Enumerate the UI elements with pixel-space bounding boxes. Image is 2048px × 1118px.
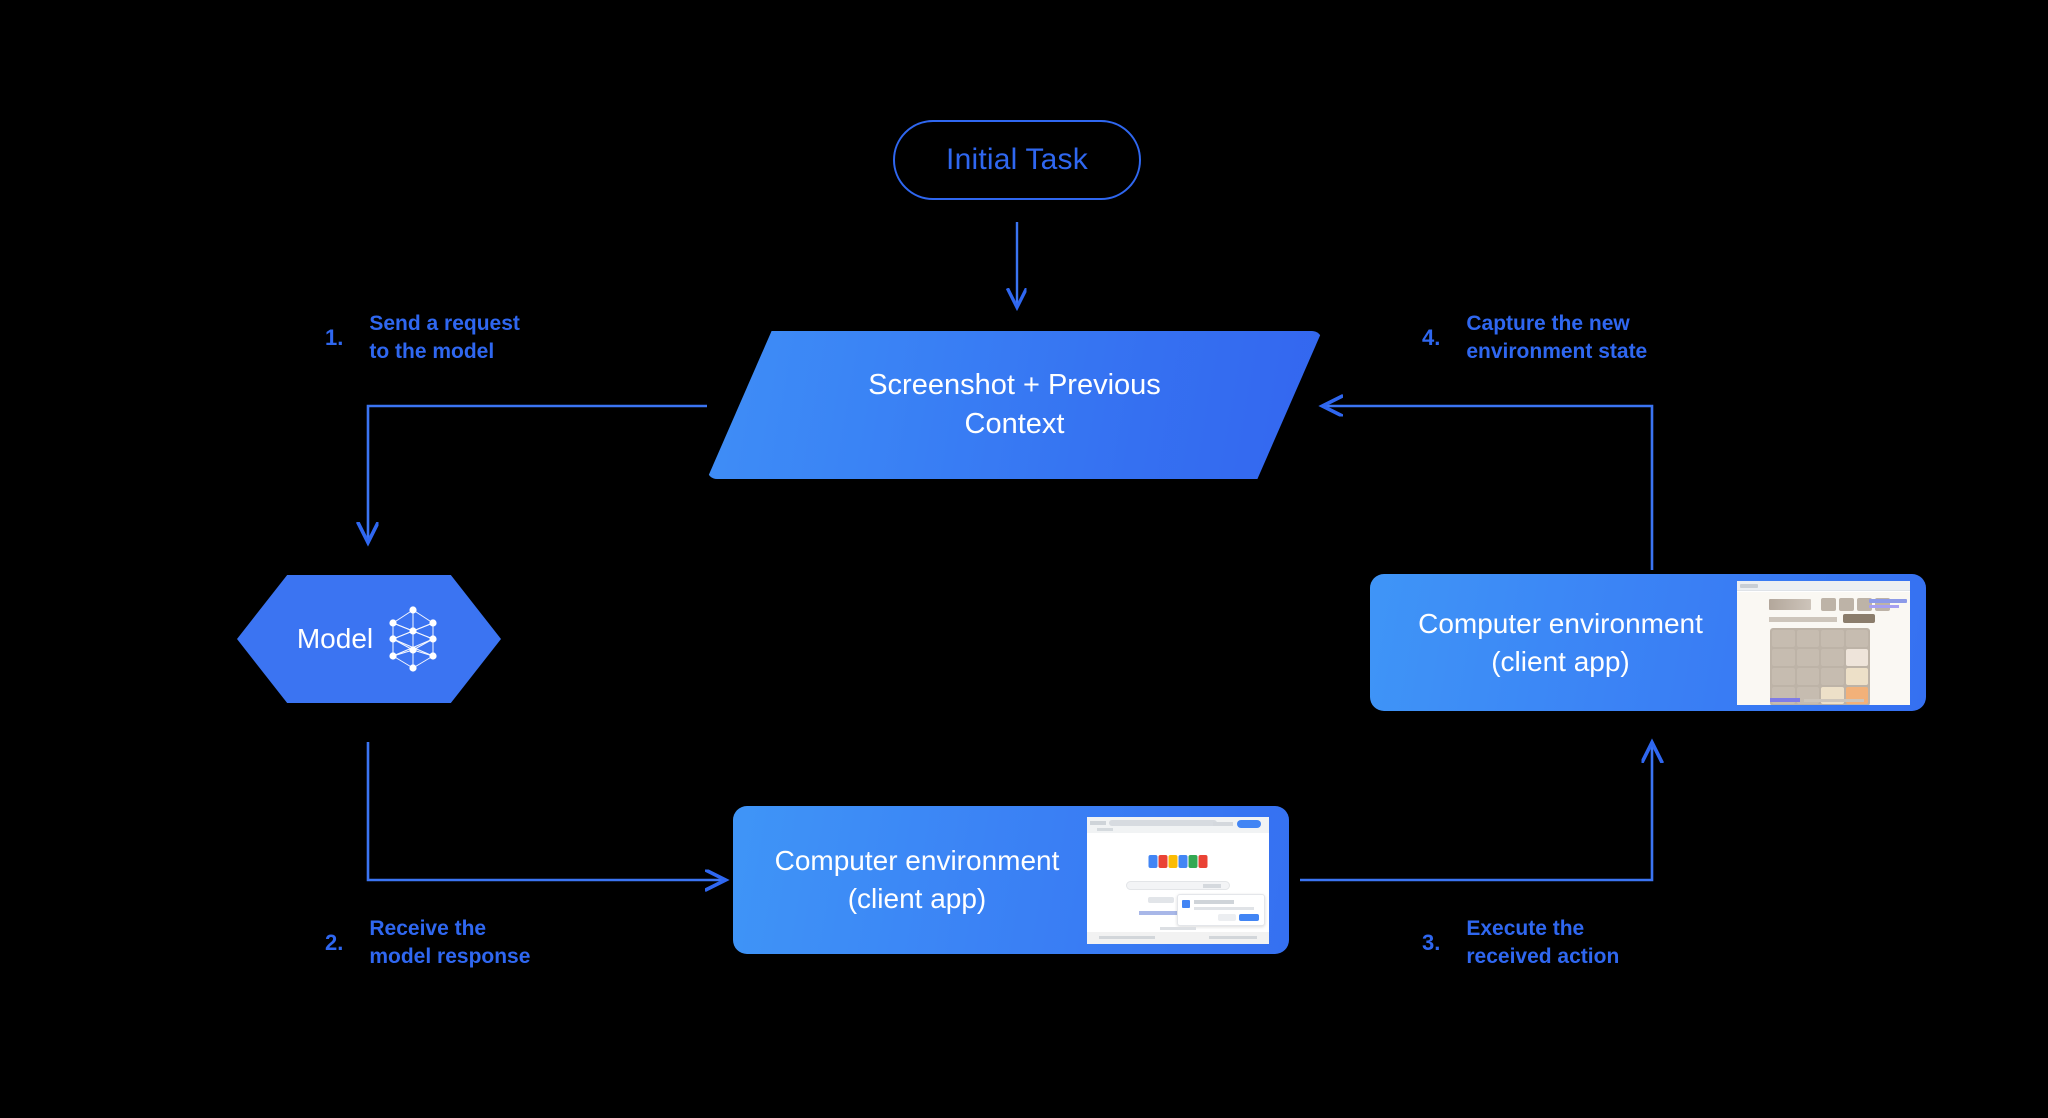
env-right-line-2: (client app)	[1491, 645, 1630, 677]
env-bottom-label: Computer environment (client app)	[733, 842, 1087, 918]
neural-network-icon	[389, 606, 437, 672]
context-node-shape	[707, 331, 1322, 479]
tile-empty	[1821, 629, 1844, 647]
arrow-context-to-model	[368, 404, 707, 540]
thumb-dialog-body	[1194, 906, 1254, 910]
thumb-bookmark-bar	[1097, 827, 1113, 831]
arrow-env-right-to-context	[1325, 406, 1654, 570]
tile-empty	[1845, 629, 1868, 647]
step-2-number: 2.	[325, 930, 344, 956]
thumb-address-bar	[1109, 819, 1217, 826]
thumb-footer-left-links	[1099, 935, 1155, 939]
model-node-shape	[237, 575, 501, 703]
thumb-signin-button	[1237, 819, 1261, 828]
step-1-text: Send a request to the model	[369, 310, 520, 367]
context-line-1: Screenshot + Previous	[868, 368, 1161, 401]
env-right-label: Computer environment (client app)	[1370, 605, 1737, 681]
thumb-toolbar-icons	[1213, 821, 1233, 826]
thumb-search-button	[1148, 896, 1174, 903]
score-chip	[1839, 597, 1854, 611]
step-3-number: 3.	[1422, 930, 1441, 956]
step-label-1: 1. Send a request to the model	[325, 310, 520, 367]
step-2-text: Receive the model response	[369, 915, 530, 972]
model-label: Model	[296, 623, 374, 654]
model-node-content: Model	[237, 575, 501, 703]
thumb-url-chip	[1740, 583, 1758, 588]
context-node[interactable]: Screenshot + Previous Context	[707, 331, 1322, 479]
thumb-2048-grid	[1770, 627, 1870, 705]
thumbnail-google-search	[1087, 816, 1269, 944]
thumb-dialog-title	[1194, 899, 1234, 904]
env-right-line-1: Computer environment	[1418, 607, 1703, 639]
thumb-page-body	[1087, 832, 1269, 944]
model-node[interactable]: Model	[237, 575, 501, 703]
thumb-browser-bar	[1737, 580, 1910, 591]
context-line-2: Context	[964, 408, 1065, 440]
thumb-dialog-popup	[1177, 893, 1265, 926]
step-4-number: 4.	[1422, 325, 1441, 351]
step-1-line-2: to the model	[369, 340, 495, 364]
tile-empty	[1796, 629, 1819, 647]
thumb-search-icons	[1203, 883, 1221, 888]
step-1-number: 1.	[325, 325, 344, 351]
step-2-line-2: model response	[369, 945, 531, 969]
tile-empty	[1772, 648, 1795, 666]
initial-task-label: Initial Task	[946, 143, 1088, 176]
thumb-2048-footer-text	[1804, 698, 1864, 702]
arrow-env-bottom-to-env-right	[1300, 745, 1652, 882]
step-3-line-1: Execute the	[1466, 917, 1585, 940]
thumb-dialog-confirm	[1239, 913, 1259, 921]
score-chip	[1857, 597, 1872, 611]
tile-empty	[1796, 648, 1819, 666]
env-bottom-line-2: (client app)	[847, 883, 987, 914]
thumb-2048-link-secondary	[1869, 604, 1899, 608]
env-bottom-node[interactable]: Computer environment (client app)	[733, 806, 1289, 954]
thumb-search-box	[1126, 880, 1230, 890]
thumb-2048-subtitle	[1769, 616, 1837, 622]
thumb-2048-link	[1869, 598, 1907, 603]
step-label-3: 3. Execute the received action	[1422, 915, 1619, 972]
step-3-text: Execute the received action	[1466, 915, 1619, 972]
step-4-text: Capture the new environment state	[1466, 310, 1647, 367]
tile-empty	[1796, 667, 1819, 685]
tile-2	[1845, 648, 1868, 666]
tile-empty	[1821, 648, 1844, 666]
thumb-dialog-icon	[1182, 899, 1190, 908]
thumb-footer-right-links	[1209, 935, 1257, 939]
thumb-2048-title	[1769, 598, 1811, 610]
arrow-model-to-env-bottom	[366, 742, 723, 880]
google-logo	[1148, 854, 1208, 868]
step-1-line-1: Send a request	[369, 312, 520, 335]
step-4-line-2: environment state	[1466, 340, 1648, 364]
tile-empty	[1772, 667, 1795, 685]
env-right-node[interactable]: Computer environment (client app)	[1370, 574, 1926, 711]
initial-task-node[interactable]: Initial Task	[893, 120, 1141, 200]
thumbnail-2048-game	[1737, 580, 1910, 705]
step-label-4: 4. Capture the new environment state	[1422, 310, 1647, 367]
tile-empty	[1821, 667, 1844, 685]
thumb-page-body	[1737, 591, 1910, 705]
thumb-browser-chrome	[1087, 816, 1269, 833]
step-3-line-2: received action	[1466, 945, 1620, 969]
tile-empty	[1772, 629, 1795, 647]
context-node-text: Screenshot + Previous Context	[707, 331, 1322, 479]
thumb-nav-buttons	[1090, 820, 1106, 825]
thumb-2048-footer-link	[1770, 697, 1800, 702]
thumb-2048-new-game-button	[1843, 613, 1875, 623]
thumb-page-footer	[1087, 931, 1269, 944]
env-bottom-line-1: Computer environment	[774, 845, 1060, 877]
step-label-2: 2. Receive the model response	[325, 915, 530, 972]
thumb-page-note	[1160, 926, 1196, 930]
step-2-line-1: Receive the	[369, 917, 487, 940]
step-4-line-1: Capture the new	[1466, 312, 1630, 335]
thumb-dialog-cancel	[1218, 913, 1236, 921]
tile-4	[1845, 667, 1868, 685]
score-chip	[1821, 597, 1836, 611]
